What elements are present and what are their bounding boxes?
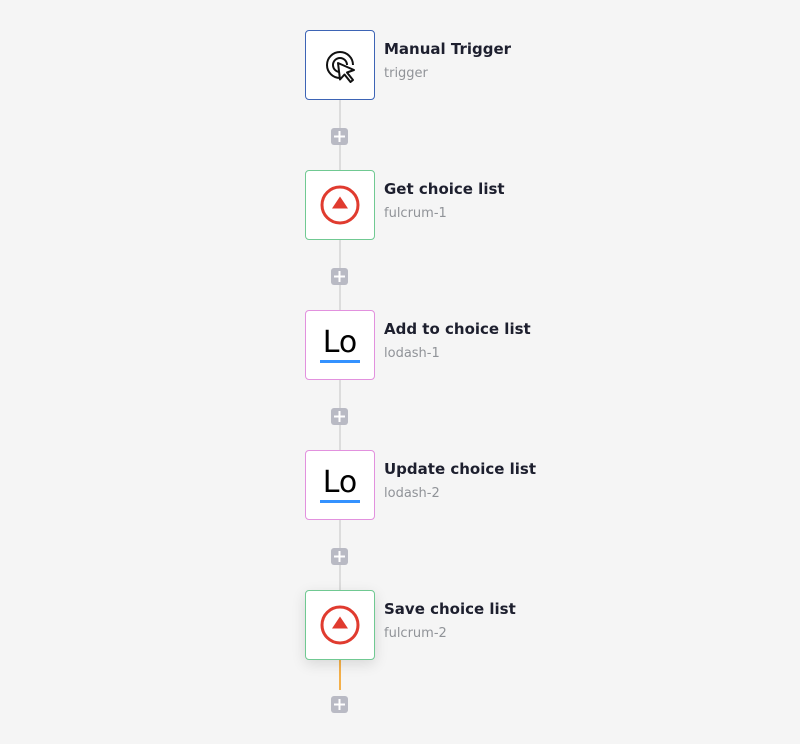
node-icon-box[interactable]: Lo	[305, 450, 375, 520]
node-subtitle: lodash-2	[384, 486, 440, 501]
workflow-node-get-choice-list[interactable]: Get choice list fulcrum-1	[305, 170, 505, 240]
node-title: Get choice list	[384, 180, 505, 198]
node-icon-box[interactable]: Lo	[305, 310, 375, 380]
plus-icon	[334, 131, 345, 142]
node-subtitle: lodash-1	[384, 346, 440, 361]
fulcrum-logo-icon	[320, 185, 360, 225]
fulcrum-logo-icon	[320, 605, 360, 645]
node-icon-box[interactable]	[305, 170, 375, 240]
add-step-button[interactable]	[331, 696, 348, 713]
node-subtitle: trigger	[384, 66, 428, 81]
workflow-node-save-choice-list[interactable]: Save choice list fulcrum-2	[305, 590, 516, 660]
lodash-logo-text: Lo	[322, 464, 358, 500]
lodash-logo-underline	[320, 359, 360, 363]
plus-icon	[334, 551, 345, 562]
active-connector-line	[339, 660, 341, 690]
node-title: Add to choice list	[384, 320, 531, 338]
workflow-node-manual-trigger[interactable]: Manual Trigger trigger	[305, 30, 511, 100]
node-subtitle: fulcrum-2	[384, 626, 447, 641]
plus-icon	[334, 699, 345, 710]
lodash-logo-icon: Lo	[320, 464, 360, 503]
lodash-logo-icon: Lo	[320, 324, 360, 363]
workflow-node-add-to-choice-list[interactable]: Lo Add to choice list lodash-1	[305, 310, 531, 380]
node-icon-box[interactable]	[305, 590, 375, 660]
node-subtitle: fulcrum-1	[384, 206, 447, 221]
node-icon-box[interactable]	[305, 30, 375, 100]
workflow-node-update-choice-list[interactable]: Lo Update choice list lodash-2	[305, 450, 536, 520]
node-title: Manual Trigger	[384, 40, 512, 58]
lodash-logo-text: Lo	[322, 324, 358, 360]
node-title: Update choice list	[384, 460, 537, 478]
add-step-button[interactable]	[331, 548, 348, 565]
add-step-button[interactable]	[331, 128, 348, 145]
lodash-logo-underline	[320, 499, 360, 503]
plus-icon	[334, 411, 345, 422]
plus-icon	[334, 271, 345, 282]
cursor-click-icon	[326, 51, 355, 83]
add-step-button[interactable]	[331, 408, 348, 425]
add-step-button[interactable]	[331, 268, 348, 285]
node-title: Save choice list	[384, 600, 516, 618]
